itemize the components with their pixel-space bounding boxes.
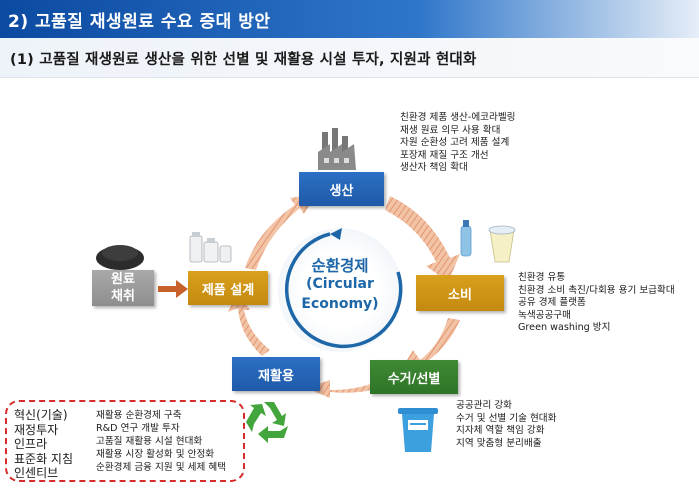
note-item: 공공관리 강화 xyxy=(456,400,513,411)
collection-notes: 공공관리 강화 수거 및 선별 기술 현대화 지자체 역할 책임 강화 지역 맞… xyxy=(456,400,556,450)
jars-icon xyxy=(189,232,232,263)
stage-raw-label-2: 채취 xyxy=(111,289,135,304)
center-ring-arrow xyxy=(284,232,403,349)
policy-action: 재활용 시장 활성화 및 안정화 xyxy=(96,449,215,460)
note-item: 지자체 역할 책임 강화 xyxy=(456,425,545,437)
recycle-icon xyxy=(246,402,288,443)
raw-material-pile-icon xyxy=(96,245,144,270)
note-item: 친환경 제품 생산-에코라벨링 xyxy=(400,112,516,123)
note-item: 공유 경제 플랫폼 xyxy=(518,297,586,309)
note-item: 생산자 책임 확대 xyxy=(400,162,468,174)
consumption-notes: 친환경 유통 친환경 소비 촉진/다회용 용기 보급확대 공유 경제 플랫폼 녹… xyxy=(518,272,675,335)
stage-recycling-label: 재활용 xyxy=(258,368,294,384)
raw-to-design-arrow xyxy=(158,280,188,298)
note-item: Green washing 방지 xyxy=(518,322,611,334)
production-notes: 친환경 제품 생산-에코라벨링 재생 원료 의무 사용 확대 자원 순환성 고려… xyxy=(400,112,515,175)
stage-raw-material: 원료 채취 xyxy=(92,270,154,306)
policy-action: 재활용 순환경제 구축 xyxy=(96,410,182,421)
policy-category: 표준화 지침 xyxy=(14,451,74,466)
policy-action: 고품질 재활용 시설 현대화 xyxy=(96,436,203,447)
center-subtitle-1: (Circular xyxy=(306,276,374,292)
note-item: 재생 원료 의무 사용 확대 xyxy=(400,124,501,136)
stage-production: 생산 xyxy=(299,172,384,206)
page-title: 2) 고품질 재생원료 수요 증대 방안 xyxy=(8,12,271,32)
stage-production-label: 생산 xyxy=(329,183,354,199)
policy-categories: 혁신(기술) 재정투자 인프라 표준화 지침 인센티브 xyxy=(14,408,73,481)
note-item: 지역 맞춤형 분리배출 xyxy=(456,437,542,449)
cycle-arrow-bottom xyxy=(306,380,384,398)
note-item: 친환경 소비 촉진/다회용 용기 보급확대 xyxy=(518,284,675,296)
policy-action: R&D 연구 개발 투자 xyxy=(96,423,180,434)
stage-design-label: 제품 설계 xyxy=(201,282,255,298)
note-item: 자원 순환성 고려 제품 설계 xyxy=(400,137,510,149)
stage-consumption-label: 소비 xyxy=(448,287,472,303)
cycle-arrow-left xyxy=(228,292,270,356)
header-bar xyxy=(0,0,699,38)
stage-collection: 수거/선별 xyxy=(370,360,458,394)
policy-category: 인센티브 xyxy=(14,466,59,481)
stage-raw-label-1: 원료 xyxy=(111,272,135,287)
policy-category: 혁신(기술) xyxy=(14,408,68,422)
stage-collection-label: 수거/선별 xyxy=(387,371,441,387)
recycle-bin-icon xyxy=(398,408,438,452)
cycle-arrow-top-left xyxy=(245,194,316,270)
subheader-bar xyxy=(0,38,699,78)
stage-consumption: 소비 xyxy=(416,275,504,311)
stage-design: 제품 설계 xyxy=(188,271,268,305)
bottle-cup-icon xyxy=(460,220,516,263)
center-title: 순환경제 xyxy=(311,257,369,275)
policy-action: 순환경제 금융 지원 및 세제 혜택 xyxy=(96,462,226,473)
note-item: 친환경 유통 xyxy=(518,272,566,283)
note-item: 포장재 재질 구조 개선 xyxy=(400,149,489,161)
policy-actions: 재활용 순환경제 구축 R&D 연구 개발 투자 고품질 재활용 시설 현대화 … xyxy=(96,409,226,474)
policy-category: 인프라 xyxy=(14,437,48,452)
note-item: 녹색공공구매 xyxy=(518,309,571,321)
policy-category: 재정투자 xyxy=(14,422,59,437)
section-title: (1) 고품질 재생원료 생산을 위한 선별 및 재활용 시설 투자, 지원과 … xyxy=(10,52,477,68)
stage-recycling: 재활용 xyxy=(232,357,320,391)
note-item: 수거 및 선별 기술 현대화 xyxy=(456,412,557,424)
center-subtitle-2: Economy) xyxy=(301,296,379,312)
factory-icon xyxy=(318,128,356,170)
policy-box xyxy=(5,400,245,482)
cycle-arrow-top-right xyxy=(385,196,460,282)
